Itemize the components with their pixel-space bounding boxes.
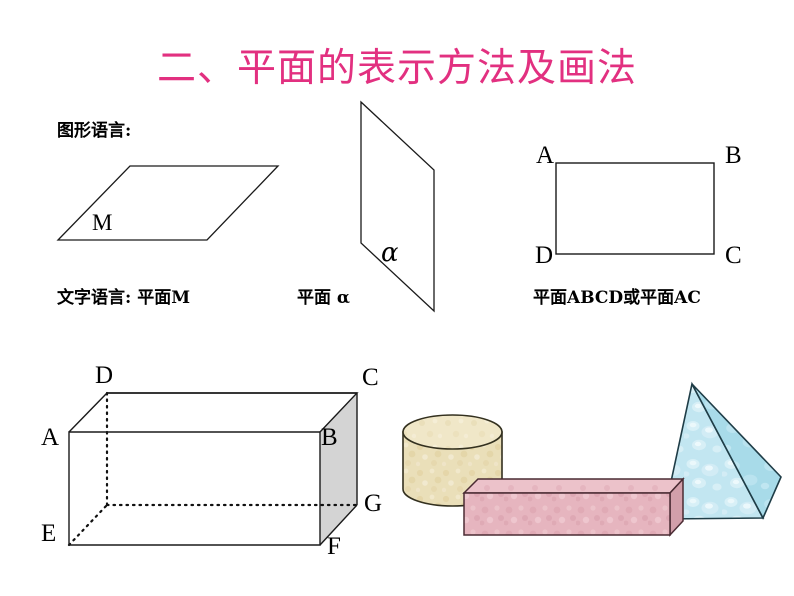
- parallelogram-vertex-label-m: M: [92, 210, 113, 235]
- rect-corner-label-a: A: [536, 142, 555, 169]
- pyramid-right-face: [691, 383, 782, 520]
- rect-corner-label-d: D: [535, 242, 554, 269]
- cuboid-vertex-label-d: D: [95, 362, 114, 389]
- plane-alpha-caption: 平面 α: [297, 288, 351, 308]
- parallelogram-M-figure: [56, 165, 280, 241]
- rect-corner-label-b: B: [725, 142, 742, 169]
- cuboid-vertex-label-b: B: [321, 424, 338, 451]
- cuboid-vertex-label-a: A: [41, 424, 60, 451]
- cuboid-vertex-label-g: G: [364, 490, 383, 517]
- graphic-language-label: 图形语言:: [57, 121, 132, 141]
- cuboid-shaded-face: [320, 392, 357, 545]
- cylinder-figure: [402, 414, 503, 507]
- cuboid-figure: [67, 391, 359, 547]
- rectangle-abcd-figure: [555, 162, 715, 255]
- rect-corner-label-c: C: [725, 242, 742, 269]
- plane-alpha-vertex-label: α: [381, 238, 399, 268]
- pink-prism-front: [463, 492, 671, 536]
- text-language-label: 文字语言: 平面M: [57, 288, 191, 308]
- page-title: 二、平面的表示方法及画法: [156, 46, 637, 91]
- cuboid-vertex-label-c: C: [362, 364, 379, 391]
- cuboid-hidden-edges: [67, 391, 359, 547]
- cuboid-vertex-label-f: F: [327, 533, 341, 560]
- pink-prism-top: [462, 478, 685, 494]
- cuboid-visible-edges: [68, 392, 359, 546]
- plane-alpha-figure: [360, 100, 435, 313]
- pyramid-figure: [662, 381, 782, 520]
- plane-abcd-caption: 平面ABCD或平面AC: [533, 288, 701, 308]
- cuboid-vertex-label-e: E: [41, 520, 57, 547]
- pink-prism-figure: [462, 477, 685, 537]
